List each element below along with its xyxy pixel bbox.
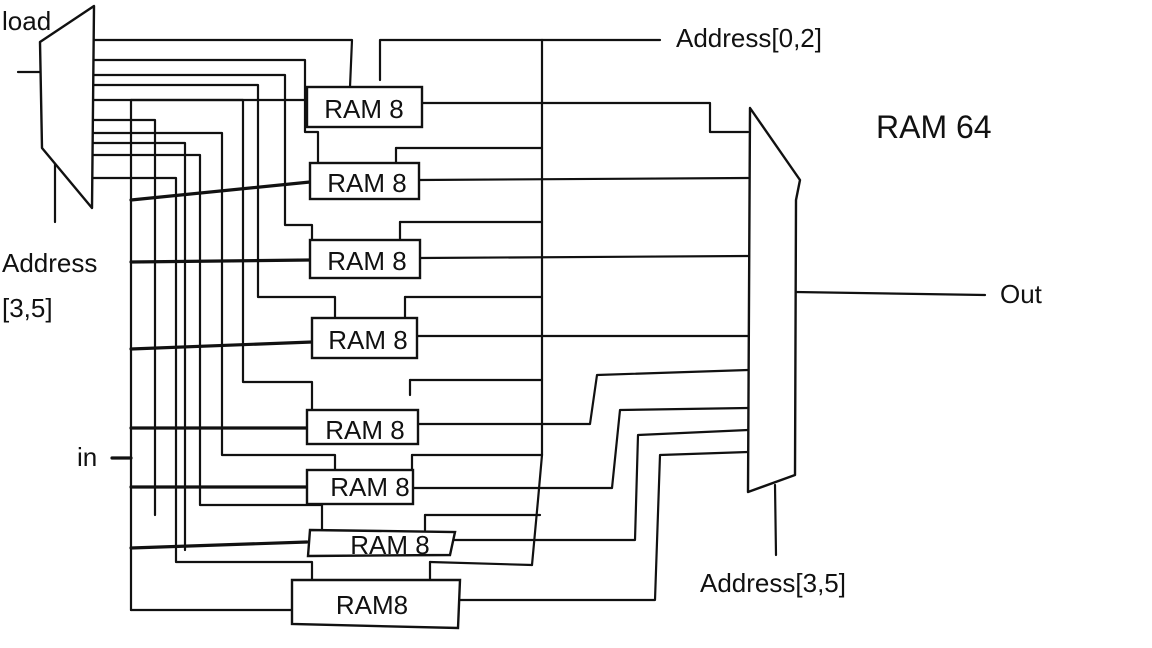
out-label: Out — [1000, 279, 1043, 309]
labels: load Address[0,2] RAM 64 Address [3,5] i… — [2, 6, 1043, 598]
ram8-label: RAM 8 — [350, 530, 429, 560]
ram8-label: RAM8 — [336, 590, 408, 620]
ram8-block-3: RAM 8 — [308, 238, 422, 280]
ram8-block-2: RAM 8 — [308, 161, 421, 201]
chip-title: RAM 64 — [876, 109, 992, 145]
output-wires — [411, 101, 987, 602]
ram8-label: RAM 8 — [325, 415, 404, 445]
ram8-block-6: RAM 8 — [305, 468, 415, 506]
address-high-left-label-line2: [3,5] — [2, 293, 53, 323]
ram8-label: RAM 8 — [327, 168, 406, 198]
wires — [16, 38, 987, 612]
ram8-blocks: RAM 8 RAM 8 RAM 8 RAM 8 RAM 8 RAM 8 RAM … — [290, 85, 462, 630]
load-demux — [38, 4, 96, 210]
load-label: load — [2, 6, 51, 36]
ram8-block-7: RAM 8 — [306, 528, 457, 560]
ram8-label: RAM 8 — [324, 94, 403, 124]
ram8-label: RAM 8 — [328, 325, 407, 355]
ram8-block-8: RAM8 — [290, 578, 462, 630]
ram8-block-1: RAM 8 — [305, 85, 424, 129]
in-label: in — [77, 442, 97, 472]
ram8-label: RAM 8 — [327, 246, 406, 276]
address-high-left-label-line1: Address — [2, 248, 97, 278]
load-wires — [88, 38, 354, 582]
in-bus — [110, 98, 314, 612]
address-low-bus — [378, 38, 662, 582]
output-mux — [746, 106, 802, 494]
address-high-right-label: Address[3,5] — [700, 568, 846, 598]
ram8-label: RAM 8 — [330, 472, 409, 502]
ram8-block-5: RAM 8 — [305, 408, 420, 446]
address-low-label: Address[0,2] — [676, 23, 822, 53]
ram8-block-4: RAM 8 — [310, 316, 419, 360]
